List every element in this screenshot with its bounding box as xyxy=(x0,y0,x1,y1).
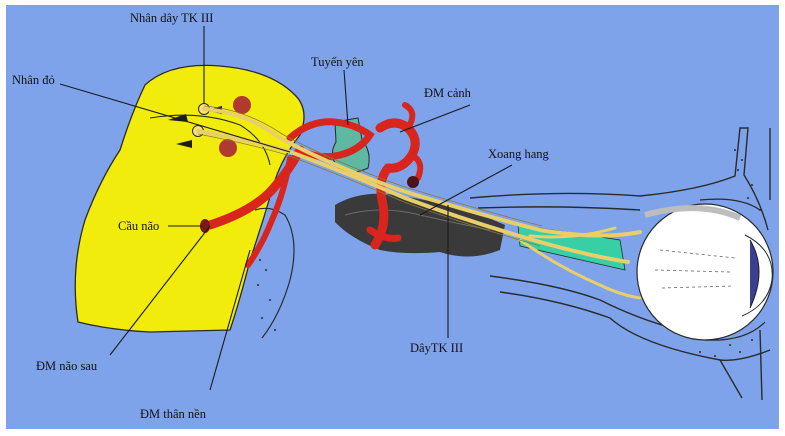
carotid-cut xyxy=(407,176,419,188)
label-oculomotor-nerve: DâyTK III xyxy=(410,341,463,355)
label-red-nucleus: Nhân đỏ xyxy=(12,73,55,87)
label-pons: Cầu não xyxy=(118,219,159,233)
label-carotid: ĐM cảnh xyxy=(424,86,472,100)
label-pituitary: Tuyến yên xyxy=(311,55,364,69)
label-basilar-artery: ĐM thân nền xyxy=(140,407,207,421)
label-cn3-nucleus: Nhân dây TK III xyxy=(130,11,213,25)
eyeball xyxy=(637,204,773,340)
label-cavernous-sinus: Xoang hang xyxy=(488,147,549,161)
label-posterior-cerebral-artery: ĐM não sau xyxy=(36,359,98,373)
